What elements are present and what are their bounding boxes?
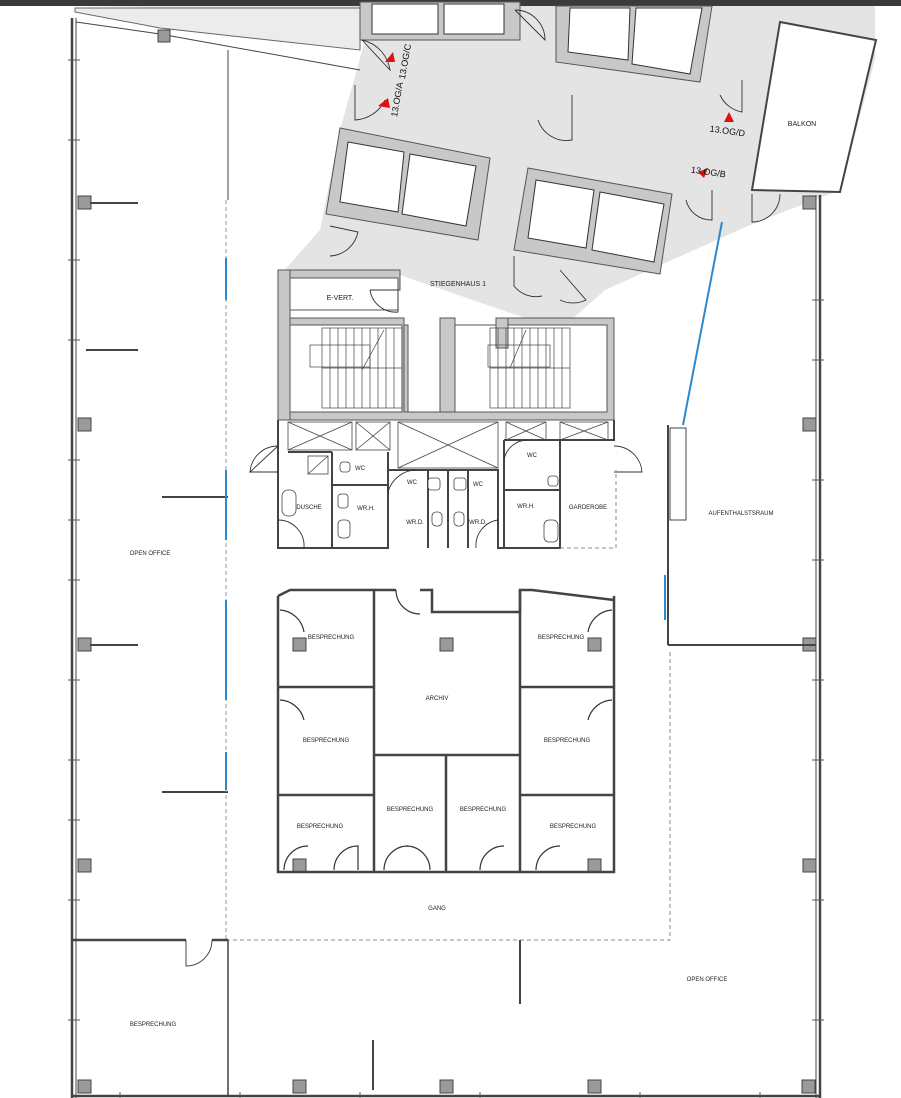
sanitary-fixtures: [281, 455, 559, 543]
bottom-left-meeting-room: [72, 938, 229, 1096]
aufenthaltsraum-walls: [667, 425, 816, 646]
outer-walls: [70, 18, 822, 1098]
room-label-besprechung-bc1: BESPRECHUNG: [387, 807, 434, 813]
room-label-gang: GANG: [428, 906, 446, 912]
window-mullions: [68, 59, 824, 1098]
room-label-wc-mid: WC: [407, 480, 418, 486]
room-label-besprechung-mr: BESPRECHUNG: [544, 738, 591, 744]
room-label-garderobe: GARDEROBE: [569, 505, 607, 511]
room-label-besprechung-tl: BESPRECHUNG: [308, 635, 355, 641]
stair-treads: [309, 327, 571, 409]
room-label-wc-right: WC: [527, 453, 538, 459]
lift-shafts: [325, 1, 713, 275]
room-label-wc-mid2: WC: [473, 482, 484, 488]
room-label-besprechung-bc2: BESPRECHUNG: [460, 807, 507, 813]
partition-stubs: [86, 202, 228, 793]
room-label-balkon: BALKON: [788, 121, 816, 128]
meeting-doors: [279, 589, 613, 871]
room-label-besprechung-br: BESPRECHUNG: [550, 824, 597, 830]
room-label-wrd-right: WR.D.: [469, 520, 487, 526]
balcony: [750, 20, 878, 223]
room-label-evert: E-VERT.: [327, 295, 354, 302]
service-shafts: [287, 421, 609, 469]
wet-room-doors: [248, 439, 643, 549]
meeting-core: [276, 588, 616, 874]
room-label-archiv: ARCHIV: [426, 696, 449, 702]
room-label-wc-left: WC: [355, 466, 366, 472]
room-label-dusche: DUSCHE: [296, 505, 321, 511]
level-marker-13og-b: 13.OG/B: [690, 165, 726, 180]
level-markers: [378, 52, 734, 178]
room-label-besprechung-bottom: BESPRECHUNG: [130, 1022, 177, 1028]
room-label-besprechung-tr: BESPRECHUNG: [538, 635, 585, 641]
room-label-besprechung-ml: BESPRECHUNG: [303, 738, 350, 744]
level-marker-13og-d: 13.OG/D: [709, 124, 746, 139]
room-label-besprechung-bl: BESPRECHUNG: [297, 824, 344, 830]
room-label-aufenthaltsraum: AUFENTHALSTSRAUM: [708, 511, 773, 517]
evert-door: [369, 289, 399, 313]
room-label-open-office-right: OPEN OFFICE: [687, 977, 728, 983]
room-label-wrh-right: WR.H.: [517, 504, 535, 510]
gang-boundary: [226, 650, 671, 941]
room-label-wrd-left: WR.D.: [406, 520, 424, 526]
room-label-open-office-left: OPEN OFFICE: [130, 551, 171, 557]
garderobe-boundary: [560, 470, 617, 549]
room-label-stiegenhaus: STIEGENHAUS 1: [430, 281, 486, 288]
structural-columns: [77, 29, 817, 1094]
glass-marks: [225, 221, 723, 790]
room-label-wrh-left: WR.H.: [357, 506, 375, 512]
